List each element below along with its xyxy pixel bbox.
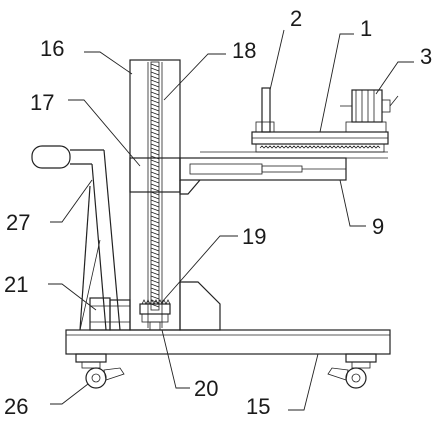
label-17: 17 (30, 90, 54, 115)
lead-screw (150, 61, 160, 311)
leader-lines (48, 29, 414, 411)
clamp-plate (255, 87, 275, 133)
label-18: 18 (232, 38, 256, 63)
horizontal-arm (179, 157, 347, 195)
left-caster-wheel (75, 353, 125, 389)
gear-set (139, 299, 171, 331)
part-labels: 2 1 3 16 18 17 27 9 19 21 20 26 15 (4, 6, 432, 419)
label-3: 3 (420, 44, 432, 69)
label-19: 19 (242, 224, 266, 249)
push-handle (31, 145, 121, 331)
label-16: 16 (40, 36, 64, 61)
label-26: 26 (4, 394, 28, 419)
label-20: 20 (194, 376, 218, 401)
drive-motor (89, 297, 131, 331)
crank-assembly (340, 89, 399, 133)
base-plate (65, 329, 391, 355)
label-21: 21 (4, 272, 28, 297)
label-27: 27 (6, 210, 30, 235)
label-15: 15 (246, 394, 270, 419)
label-2: 2 (290, 6, 302, 31)
right-caster-wheel (327, 353, 377, 389)
label-9: 9 (372, 214, 384, 239)
support-block (179, 281, 221, 331)
label-1: 1 (360, 16, 372, 41)
upper-rail (200, 131, 389, 159)
